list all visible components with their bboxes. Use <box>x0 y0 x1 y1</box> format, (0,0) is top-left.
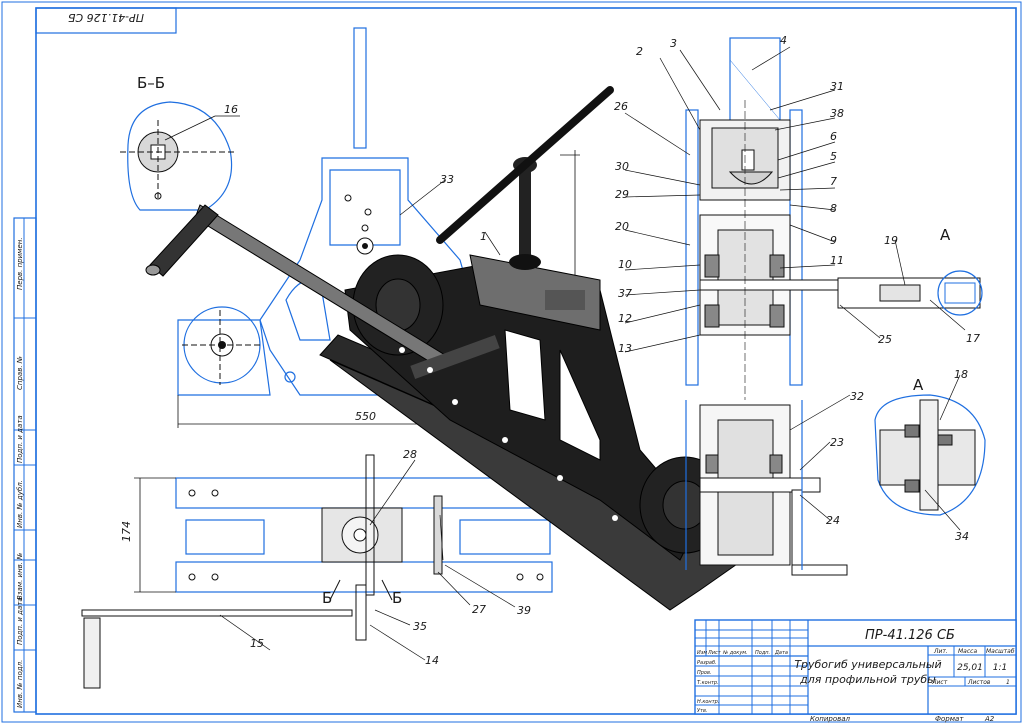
part-label-7: 7 <box>830 175 837 188</box>
part-label-19: 19 <box>884 234 898 247</box>
tb-hdr-date: Дата <box>774 650 788 656</box>
side-strip: Перв. примен. Справ. № Подп. и дата Инв.… <box>13 217 37 713</box>
tb-row-prov: Пров. <box>697 670 712 676</box>
tb-hdr-list: Лист <box>707 650 722 656</box>
tb-hdr-izm: Изм <box>697 650 707 656</box>
tb-scale-value: 1:1 <box>993 663 1007 673</box>
part-label-12: 12 <box>618 312 632 325</box>
part-label-23: 23 <box>830 436 844 449</box>
part-label-3: 3 <box>670 37 677 50</box>
tb-format-value: А2 <box>984 715 995 723</box>
title-block: ПР-41.126 СБ Трубогиб универсальный для … <box>694 619 1017 723</box>
part-label-8: 8 <box>830 202 837 215</box>
part-label-35: 35 <box>413 620 427 633</box>
part-label-31: 31 <box>830 80 844 93</box>
side-label-6: Подп. и дата <box>16 597 24 645</box>
tb-copied: Копировал <box>810 715 851 723</box>
tb-row-nkontr: Н.контр. <box>697 699 719 705</box>
part-label-5: 5 <box>830 150 837 163</box>
tb-col-scale: Масштаб <box>986 648 1015 655</box>
dimension-174: 174 <box>120 521 133 542</box>
part-label-32: 32 <box>850 390 864 403</box>
assembly-3d-render <box>145 86 776 611</box>
plan-view-outline <box>81 454 553 689</box>
part-label-6: 6 <box>830 130 837 143</box>
section-bb-title: Б–Б <box>137 74 165 92</box>
part-labels: 1 2 3 4 5 6 7 8 9 10 11 12 13 14 15 16 1… <box>224 34 980 667</box>
part-label-20: 20 <box>615 220 629 233</box>
tb-hdr-doc: № докум. <box>722 650 748 656</box>
side-label-1: Перв. примен. <box>16 237 24 290</box>
part-label-26: 26 <box>614 100 628 113</box>
tb-sheets-label: Листов <box>967 679 991 686</box>
part-label-17: 17 <box>966 332 980 345</box>
cut-label-b-left: Б <box>322 589 332 607</box>
part-label-29: 29 <box>615 188 629 201</box>
side-label-5: Взам. инв. № <box>16 552 24 600</box>
part-label-25: 25 <box>878 333 892 346</box>
tb-format-label: Формат <box>935 715 964 723</box>
tb-row-utv: Утв. <box>697 708 708 714</box>
part-label-24: 24 <box>826 514 840 527</box>
part-label-18: 18 <box>954 368 968 381</box>
side-label-2: Справ. № <box>16 356 24 390</box>
part-label-10: 10 <box>618 258 632 271</box>
side-label-4: Инв. № дубл. <box>16 480 24 528</box>
tb-mass-value: 25,01 <box>957 663 983 673</box>
detail-a-title: А <box>913 376 924 394</box>
tb-row-razrab: Разраб. <box>697 660 717 666</box>
part-label-14: 14 <box>425 654 439 667</box>
part-label-4: 4 <box>780 34 787 47</box>
part-label-38: 38 <box>830 107 844 120</box>
part-label-39: 39 <box>517 604 531 617</box>
part-label-34: 34 <box>955 530 969 543</box>
section-bb-view: Б–Б <box>120 74 240 211</box>
part-label-11: 11 <box>830 254 844 267</box>
side-label-3: Подп. и дата <box>16 415 24 463</box>
dimension-550: 550 <box>355 410 376 423</box>
detail-a-view: А <box>874 376 986 516</box>
part-label-13: 13 <box>618 342 632 355</box>
part-label-16: 16 <box>224 103 238 116</box>
part-label-30: 30 <box>615 160 629 173</box>
leader-lines <box>219 46 966 661</box>
tb-col-lit: Лит. <box>933 648 948 655</box>
tb-hdr-sign: Подп. <box>755 650 770 656</box>
part-label-9: 9 <box>830 234 837 247</box>
tb-sheets-value: 1 <box>1006 679 1010 686</box>
tb-designation: ПР-41.126 СБ <box>865 628 955 643</box>
part-label-37: 37 <box>618 287 632 300</box>
tb-name-line1: Трубогиб универсальный <box>794 658 941 671</box>
part-label-28: 28 <box>403 448 417 461</box>
side-label-7: Инв. № подл. <box>16 660 24 708</box>
cross-section-view <box>685 37 983 576</box>
part-label-2: 2 <box>636 45 643 58</box>
part-label-1: 1 <box>480 230 487 243</box>
tb-sheet-label: Лист <box>931 679 948 686</box>
part-label-15: 15 <box>250 637 264 650</box>
detail-a-callout: А <box>940 226 951 244</box>
part-label-33: 33 <box>440 173 454 186</box>
tb-name-line2: для профильной трубы <box>799 673 936 686</box>
tb-row-tkontr: Т.контр. <box>697 680 719 686</box>
part-label-27: 27 <box>472 603 486 616</box>
stamp-top: ПР-41.126 СБ <box>68 11 144 24</box>
tb-col-mass: Масса <box>958 648 977 655</box>
cut-label-b-right: Б <box>392 589 402 607</box>
